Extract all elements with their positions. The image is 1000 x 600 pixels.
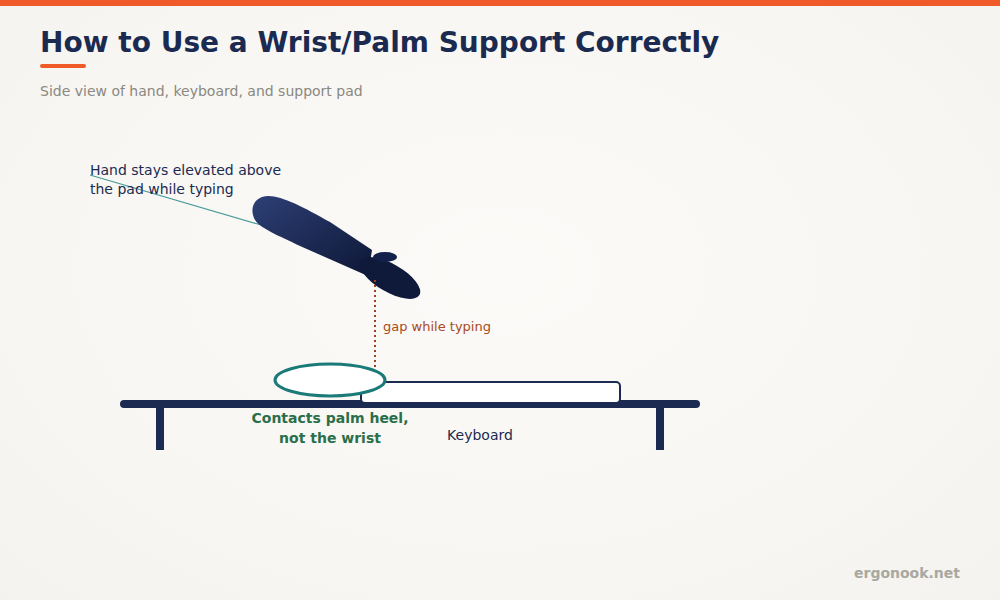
palm-support-pad [275,364,385,396]
top-bar [0,0,1000,6]
pad-note: Contacts palm heel, not the wrist [245,408,415,448]
thumb-shape [373,252,397,262]
hand-forearm [252,196,426,307]
caption: Side view of hand, keyboard, and support… [40,82,363,100]
watermark: ergonook.net [854,564,960,582]
desk-leg [656,404,664,450]
part-name: Keyboard [430,426,530,444]
forearm-shape [252,196,372,276]
keyboard-shape [361,382,620,403]
title: How to Use a Wrist/Palm Support Correctl… [40,26,719,60]
desk-leg [156,404,164,450]
gap-line [374,280,376,378]
callout-note: Hand stays elevated above the pad while … [90,161,286,199]
gap-label: gap while typing [383,319,491,335]
title-underline [40,64,86,68]
palm-shape [354,249,427,307]
